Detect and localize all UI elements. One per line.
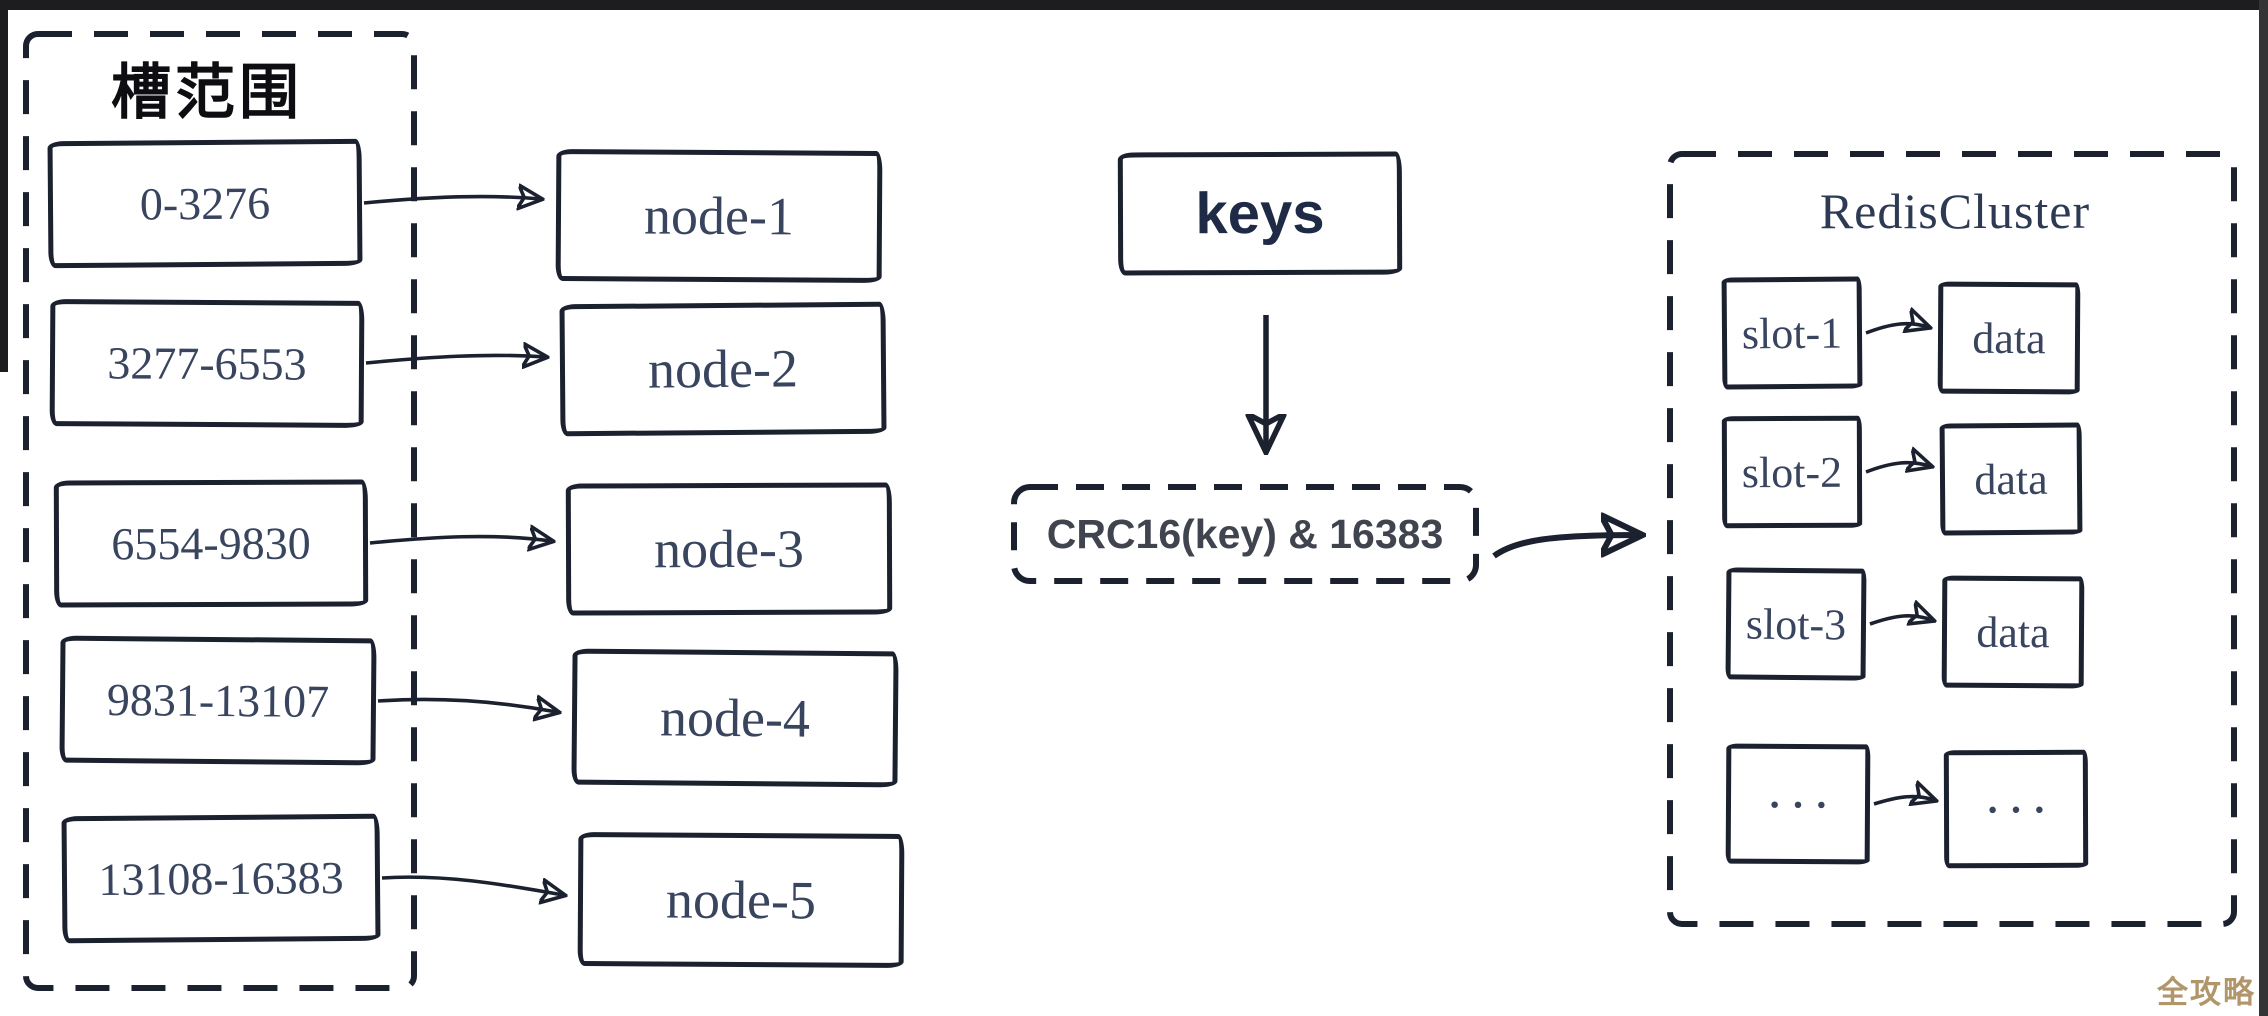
slot-range-label: 13108-16383 [98,852,344,905]
watermark-text: 全攻略 [2157,975,2256,1010]
arrow-crc16-to-cluster [1492,535,1638,559]
right-edge-bar [2259,0,2268,1016]
node-box: node-1 [555,149,883,283]
keys-label: keys [1195,180,1325,247]
slot-range-label: 9831-13107 [106,674,330,727]
node-box: node-2 [559,301,887,437]
slot-label: slot-1 [1741,308,1843,358]
slot-range-label: 3277-6553 [107,337,307,390]
data-label: data [1974,454,2048,504]
node-label: node-1 [643,185,795,247]
node-label: node-3 [653,518,805,580]
slot-box: slot-2 [1721,415,1863,529]
node-box: node-4 [571,648,899,788]
crc16-formula-label: CRC16(key) & 16383 [1046,510,1444,557]
redis-cluster-panel [1666,150,2238,928]
data-box: data [1941,575,2085,689]
node-box: node-3 [565,482,893,616]
slot-box: ··· [1725,743,1871,865]
slot-range-panel-border [23,31,417,991]
redis-cluster-panel-border [1667,151,2237,927]
top-edge-bar [0,0,2268,10]
node-label: node-4 [659,687,811,749]
data-box: data [1937,281,2081,395]
slot-range-label: 6554-9830 [111,517,311,570]
slot-range-box: 0-3276 [47,138,363,269]
data-box: ··· [1943,749,2089,869]
left-edge-bar [0,0,8,372]
slot-box: slot-3 [1725,567,1867,681]
data-ellipsis-label: ··· [1985,786,2057,832]
slot-range-label: 0-3276 [139,177,271,230]
node-box: node-5 [577,832,905,968]
node-label: node-2 [647,338,799,400]
slot-range-panel [22,30,418,992]
slot-label: slot-3 [1745,599,1847,649]
slot-range-box: 3277-6553 [49,299,365,428]
slot-box: slot-1 [1721,276,1863,390]
crc16-box-border [1011,484,1479,584]
slot-range-box: 9831-13107 [59,635,377,766]
slot-range-panel-title: 槽范围 [111,59,303,126]
node-label: node-5 [665,869,817,931]
slot-label: slot-2 [1741,447,1843,497]
redis-cluster-title: RedisCluster [1819,183,2091,239]
slot-range-box: 6554-9830 [53,479,369,608]
slot-ellipsis-label: ··· [1767,781,1839,827]
crc16-formula-box: CRC16(key) & 16383 [1010,483,1480,585]
keys-box: keys [1117,151,1403,276]
data-label: data [1976,607,2050,657]
data-box: data [1939,422,2083,536]
data-label: data [1972,313,2046,363]
slot-range-box: 13108-16383 [61,813,381,944]
